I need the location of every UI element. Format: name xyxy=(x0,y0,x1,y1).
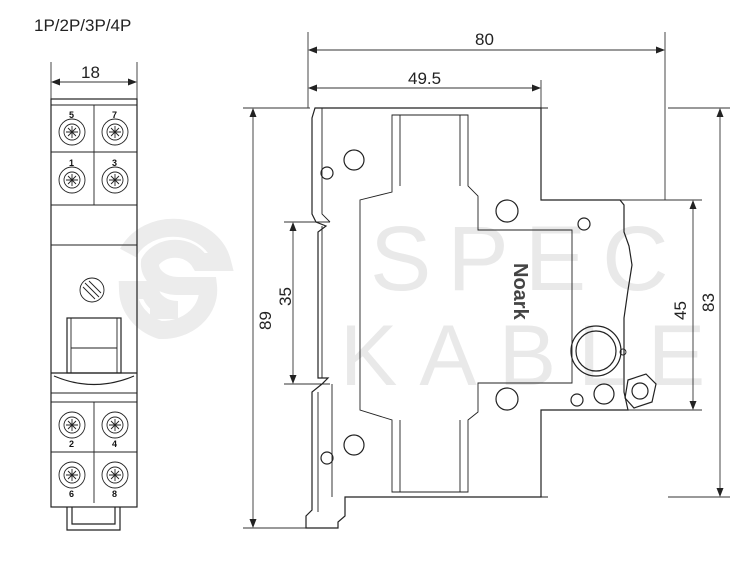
dim-body-height: 83 xyxy=(699,293,718,312)
dim-overall-height: 89 xyxy=(256,311,275,330)
din-clip xyxy=(66,507,121,531)
terminal-label-3: 3 xyxy=(112,158,117,168)
dim-rail-height: 35 xyxy=(276,287,295,306)
dim-front-width: 18 xyxy=(81,63,100,82)
front-view: 18 5 7 1 3 xyxy=(50,62,138,531)
front-body-outline xyxy=(50,98,138,508)
bottom-terminals: 2 4 6 8 xyxy=(58,411,129,499)
brand-label: Noark xyxy=(509,263,531,321)
terminal-label-6: 6 xyxy=(69,489,74,499)
watermark-line1: SPEC xyxy=(370,208,685,310)
terminal-label-7: 7 xyxy=(112,110,117,120)
dim-overall-depth: 80 xyxy=(475,30,494,49)
dim-front-height: 45 xyxy=(671,301,690,320)
rotary-indicator xyxy=(79,277,105,303)
terminal-label-5: 5 xyxy=(69,110,74,120)
side-view: 80 49.5 89 35 45 83 xyxy=(243,30,730,529)
toggle-lever xyxy=(51,317,137,386)
terminal-label-2: 2 xyxy=(69,439,74,449)
watermark: SPEC KABLE xyxy=(118,208,727,404)
dim-front-depth: 49.5 xyxy=(408,69,441,88)
terminal-label-4: 4 xyxy=(112,439,117,449)
watermark-logo xyxy=(118,218,234,340)
terminal-label-1: 1 xyxy=(69,158,74,168)
terminal-label-8: 8 xyxy=(112,489,117,499)
side-body-outline xyxy=(305,107,633,529)
top-terminals: 5 7 1 3 xyxy=(58,110,129,194)
pole-options-label: 1P/2P/3P/4P xyxy=(34,16,131,35)
inner-plate xyxy=(359,114,573,493)
watermark-line2: KABLE xyxy=(340,308,727,404)
